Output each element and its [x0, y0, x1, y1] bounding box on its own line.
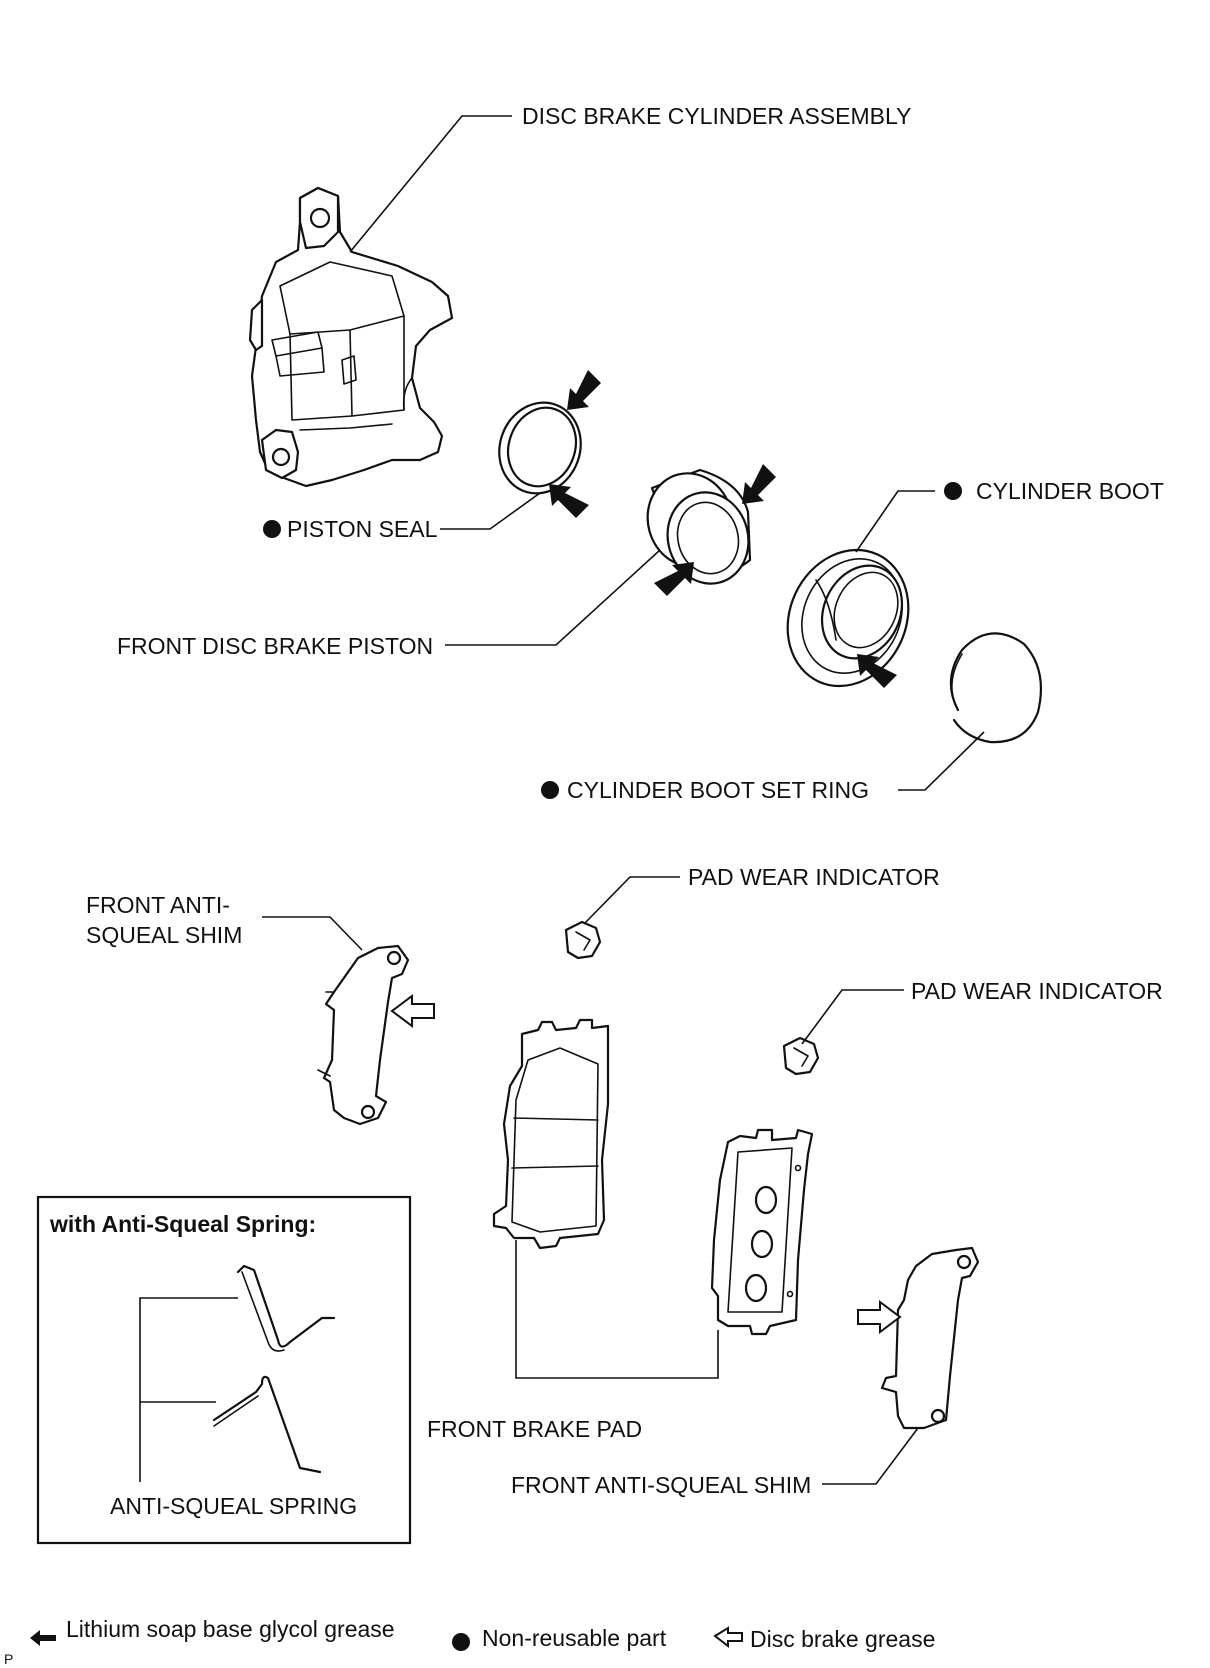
non-reusable-icon: [541, 781, 559, 799]
piston-seal: [498, 401, 582, 495]
label-pad-wear-indicator-lower: PAD WEAR INDICATOR: [911, 978, 1163, 1004]
cylinder-boot-set-ring: [949, 632, 1042, 744]
grease-arrow-icon: [567, 370, 601, 410]
legend-lithium-grease-icon: [30, 1630, 56, 1646]
legend-disc-brake-grease-icon: [713, 1626, 743, 1649]
label-front-disc-brake-piston: FRONT DISC BRAKE PISTON: [117, 633, 433, 659]
label-front-brake-pad: FRONT BRAKE PAD: [427, 1416, 642, 1442]
front-brake-pad-inner: [492, 1018, 610, 1250]
pad-wear-indicator-upper: [564, 920, 602, 960]
label-anti-squeal-spring: ANTI-SQUEAL SPRING: [110, 1493, 357, 1519]
disc-brake-grease-arrow-icon: [390, 994, 435, 1028]
grease-arrow-icon: [549, 484, 589, 518]
non-reusable-icon: [944, 482, 962, 500]
legend-non-reusable-icon: [452, 1633, 470, 1651]
label-cylinder-boot: CYLINDER BOOT: [976, 478, 1164, 504]
front-anti-squeal-shim-right: [880, 1246, 980, 1430]
legend: Lithium soap base glycol grease Non-reus…: [30, 1616, 935, 1652]
leader-lines: [262, 115, 985, 1485]
front-brake-pad-backing: [710, 1128, 814, 1336]
front-anti-squeal-shim-left: [317, 944, 410, 1126]
label-front-anti-squeal-shim-left-line2: SQUEAL SHIM: [86, 922, 242, 948]
cylinder-boot: [786, 548, 910, 688]
anti-squeal-spring-inset: with Anti-Squeal Spring: ANTI-SQUEAL SPR…: [36, 1195, 412, 1545]
corner-mark: P: [4, 1651, 13, 1667]
legend-lithium-grease-label: Lithium soap base glycol grease: [66, 1616, 395, 1642]
label-disc-brake-cylinder-assembly: DISC BRAKE CYLINDER ASSEMBLY: [522, 103, 911, 129]
front-disc-brake-piston: [646, 468, 752, 585]
label-cylinder-boot-set-ring: CYLINDER BOOT SET RING: [567, 777, 869, 803]
disc-brake-grease-arrow-icon: [857, 1300, 902, 1334]
grease-arrow-icon: [742, 464, 776, 504]
non-reusable-icon: [263, 520, 281, 538]
label-front-anti-squeal-shim-left-line1: FRONT ANTI-: [86, 892, 230, 918]
label-pad-wear-indicator-upper: PAD WEAR INDICATOR: [688, 864, 940, 890]
inset-title: with Anti-Squeal Spring:: [49, 1211, 316, 1237]
disc-brake-cylinder-assembly: [248, 186, 454, 488]
label-piston-seal: PISTON SEAL: [287, 516, 438, 542]
legend-non-reusable-label: Non-reusable part: [482, 1625, 667, 1651]
legend-disc-brake-grease-label: Disc brake grease: [750, 1626, 935, 1652]
grease-arrow-icon: [857, 654, 897, 688]
pad-wear-indicator-lower: [782, 1036, 820, 1076]
label-front-anti-squeal-shim-right: FRONT ANTI-SQUEAL SHIM: [511, 1472, 811, 1498]
grease-arrow-icon: [654, 562, 694, 596]
